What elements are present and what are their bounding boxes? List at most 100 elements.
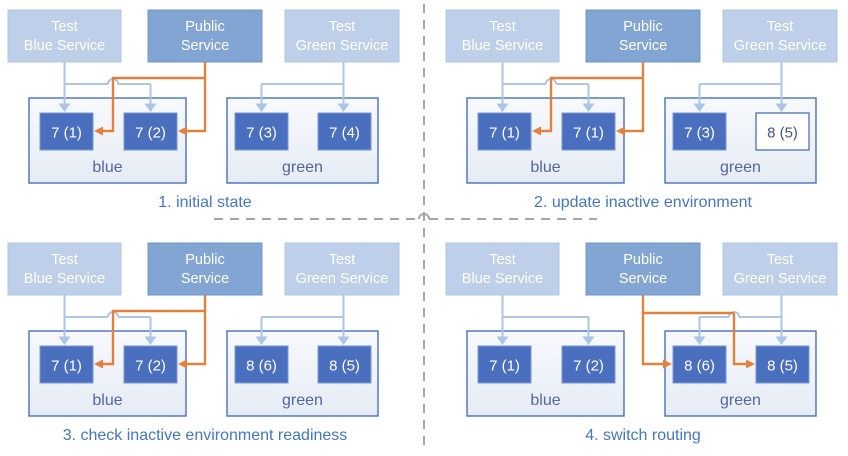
service-label-public-line1: Public [185,19,225,35]
pod-box-3 [672,345,727,384]
pod-box-4 [755,112,810,151]
arrowhead-into-pod-2 [582,336,595,345]
arrowhead-into-pod-2 [144,336,157,345]
pod-label-2: 7 (1) [573,125,604,142]
pod-label-2: 7 (2) [135,125,166,142]
arrowhead-into-pod-3 [693,336,706,345]
arrowhead-into-pod-1 [496,336,509,345]
service-box-test-green [722,242,838,296]
service-box-test-blue [7,9,122,63]
env-label-blue: blue [92,392,122,409]
service-label-test-blue-line1: Test [51,19,78,35]
pod-box-1 [39,112,94,151]
pod-box-4 [317,345,372,384]
service-box-test-green [284,242,400,296]
divider-crossing-hop-arc [418,213,430,220]
arrowhead-into-pod-1 [58,103,71,112]
service-label-test-blue-line2: Blue Service [462,38,543,54]
arrowhead-into-pod-1 [58,336,71,345]
pod-label-2: 7 (2) [135,358,166,375]
service-box-test-blue [445,9,560,63]
pod-box-2 [123,345,178,384]
service-label-public-line2: Service [619,38,667,54]
pod-box-3 [672,112,727,151]
service-label-public-line1: Public [623,19,663,35]
orange-arrowhead-pod-2 [178,126,187,136]
public-route-to-pod-1 [103,309,205,366]
pod-box-4 [317,112,372,151]
service-label-public-line2: Service [619,271,667,287]
arrowhead-into-pod-4 [337,336,350,345]
pod-label-4: 7 (4) [329,125,360,142]
pod-label-3: 8 (6) [684,358,715,375]
public-route-to-pod-2 [187,62,207,133]
service-label-public-line1: Public [185,252,225,268]
service-label-test-blue-line1: Test [489,19,516,35]
pod-label-1: 7 (1) [489,358,520,375]
pod-label-2: 7 (2) [573,358,604,375]
arrowhead-into-pod-3 [255,103,268,112]
pod-box-1 [477,112,532,151]
service-label-test-green-line1: Test [329,252,356,268]
orange-arrowhead-pod-1 [94,359,103,369]
arrowhead-into-pod-3 [255,336,268,345]
pod-box-2 [123,112,178,151]
orange-arrowhead-pod-3 [663,359,672,369]
pod-label-1: 7 (1) [51,358,82,375]
orange-arrowhead-pod-4 [746,359,755,369]
pod-box-3 [234,345,289,384]
env-label-blue: blue [92,159,122,176]
service-label-public-line2: Service [181,38,229,54]
service-label-test-blue-line2: Blue Service [24,38,105,54]
arrowhead-into-pod-4 [337,103,350,112]
pod-box-2 [561,345,616,384]
env-label-green: green [720,392,761,409]
service-box-test-blue [445,242,560,296]
orange-arrowhead-pod-1 [94,126,103,136]
pod-box-2 [561,112,616,151]
caption-panel-3: 3. check inactive environment readiness [63,427,348,444]
arrowhead-into-pod-3 [693,103,706,112]
env-label-blue: blue [530,159,560,176]
orange-arrowhead-pod-2 [616,126,625,136]
pod-box-1 [477,345,532,384]
service-label-test-green-line2: Green Service [734,271,827,287]
service-box-test-green [722,9,838,63]
service-box-test-blue [7,242,122,296]
arrowhead-into-pod-2 [144,103,157,112]
service-box-public [147,9,263,63]
service-label-test-blue-line1: Test [489,252,516,268]
pod-label-3: 7 (3) [684,125,715,142]
env-label-green: green [720,159,761,176]
pod-box-3 [234,112,289,151]
env-label-green: green [282,392,323,409]
service-label-test-blue-line2: Blue Service [462,271,543,287]
service-label-test-green-line1: Test [767,252,794,268]
service-label-test-green-line2: Green Service [734,38,827,54]
public-route-to-pod-1 [103,76,205,133]
caption-panel-2: 2. update inactive environment [534,194,752,211]
pod-label-1: 7 (1) [51,125,82,142]
env-label-green: green [282,159,323,176]
service-box-public [585,242,701,296]
service-label-public-line1: Public [623,252,663,268]
pod-label-4: 8 (5) [329,358,360,375]
orange-arrowhead-pod-1 [532,126,541,136]
env-label-blue: blue [530,392,560,409]
